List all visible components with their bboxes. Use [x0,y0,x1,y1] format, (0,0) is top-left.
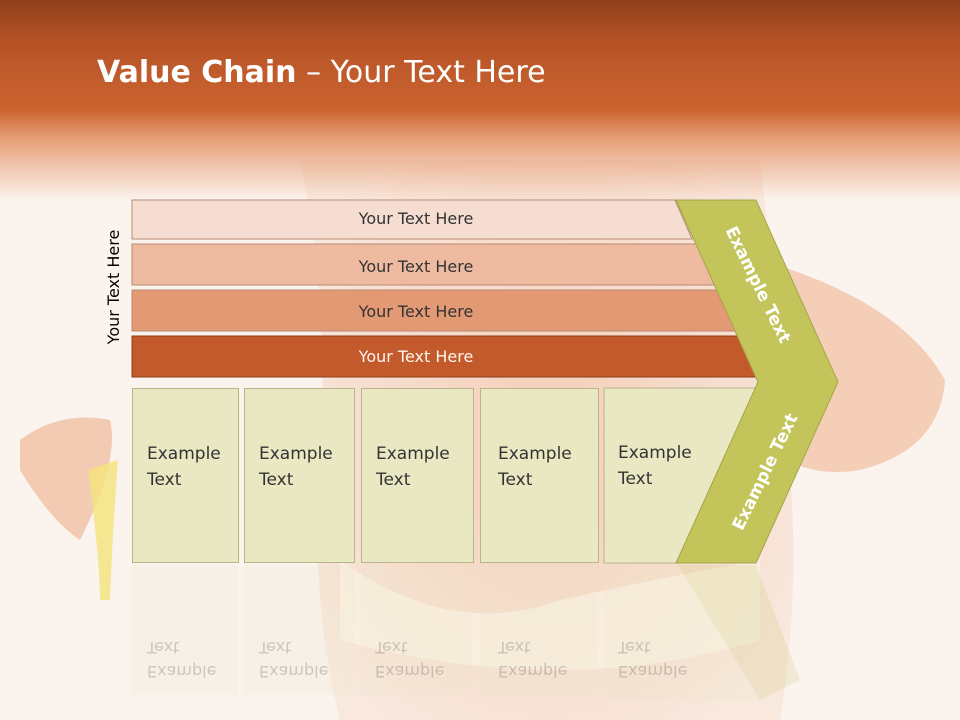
row-label-1: Your Text Here [358,209,474,228]
row-bar-1 [131,199,693,240]
header-band [0,0,960,200]
row-label-3: Your Text Here [358,302,474,321]
reflection [132,565,800,700]
title-rest: – Your Text Here [296,55,546,90]
row-label-2: Your Text Here [358,257,474,276]
row-label-4: Your Text Here [358,347,474,366]
page-title: Value Chain – Your Text Here [97,55,546,90]
chevron-arrow [675,199,839,564]
title-bold: Value Chain [97,55,297,90]
